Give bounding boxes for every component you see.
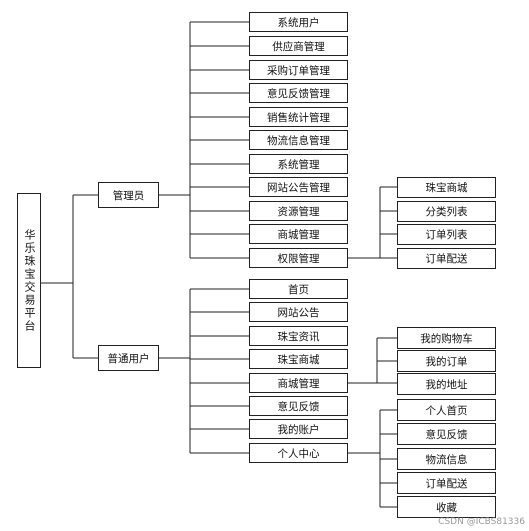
admin-item: 采购订单管理 [249,60,348,80]
user-item: 网站公告 [249,302,348,322]
user-item: 商城管理 [249,373,348,393]
user-item: 首页 [249,279,348,299]
admin-item: 系统用户 [249,12,348,32]
admin-sub-item: 订单列表 [397,224,496,245]
root-node: 华乐珠宝交易平台 [17,193,41,368]
admin-item: 意见反馈管理 [249,83,348,103]
admin-item: 供应商管理 [249,36,348,56]
mall-sub-item: 我的订单 [397,350,496,372]
mall-sub-item: 我的购物车 [397,327,496,349]
user-item: 我的账户 [249,419,348,439]
admin-item: 系统管理 [249,154,348,174]
user-role-node: 普通用户 [98,345,159,371]
admin-item: 商城管理 [249,224,348,244]
admin-item: 资源管理 [249,201,348,221]
admin-item: 销售统计管理 [249,107,348,127]
connector-lines [41,21,397,508]
user-item: 珠宝资讯 [249,326,348,346]
admin-sub-item: 珠宝商城 [397,177,496,198]
center-sub-item: 个人首页 [397,399,496,421]
user-item: 意见反馈 [249,396,348,416]
watermark: CSDN @ICBS81336 [438,517,525,527]
user-item: 个人中心 [249,443,348,463]
center-sub-item: 收藏 [397,496,496,518]
center-sub-item: 订单配送 [397,472,496,494]
admin-role-node: 管理员 [98,182,159,208]
admin-sub-item: 订单配送 [397,248,496,269]
user-item: 珠宝商城 [249,349,348,369]
center-sub-item: 物流信息 [397,448,496,470]
admin-item: 权限管理 [249,248,348,268]
mall-sub-item: 我的地址 [397,373,496,395]
admin-sub-item: 分类列表 [397,201,496,222]
admin-item: 物流信息管理 [249,130,348,150]
admin-item: 网站公告管理 [249,177,348,197]
center-sub-item: 意见反馈 [397,423,496,445]
